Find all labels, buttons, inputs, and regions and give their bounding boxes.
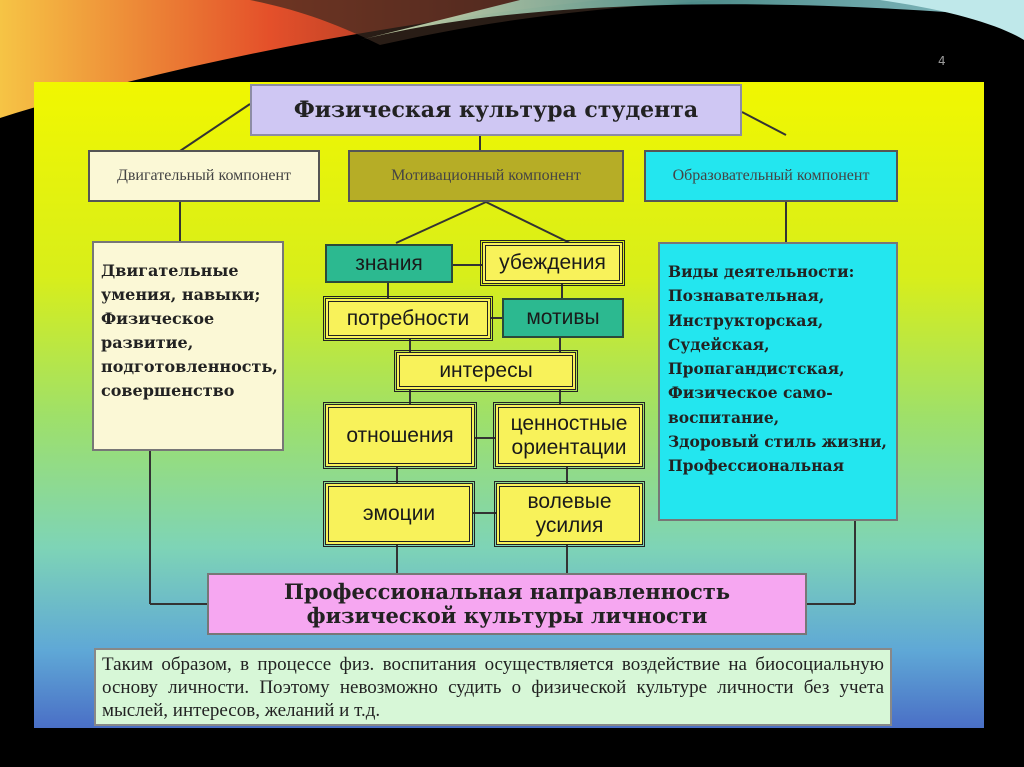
knowledge-box: знания (325, 244, 453, 283)
diagram-title: Физическая культура студента (250, 84, 742, 136)
volitional-efforts-box: волевые усилия (494, 481, 645, 547)
list-item: Профессиональная (668, 456, 845, 476)
list-item: Инструкторская, (668, 310, 824, 330)
volitional-efforts-line2: усилия (535, 514, 604, 537)
list-item: Пропагандистская, (668, 359, 845, 379)
list-item: Здоровый стиль жизни, (668, 432, 887, 452)
list-item: Двигательные (101, 261, 239, 280)
list-item: Судейская, (668, 334, 770, 354)
list-item: подготовленность, (101, 357, 278, 376)
motor-component-box: Двигательный компонент (88, 150, 320, 202)
conclusion-text: Таким образом, в процессе физ. воспитани… (94, 648, 892, 726)
list-item: Физическое само- (668, 383, 833, 403)
result-line2: физической культуры личности (306, 603, 708, 628)
slide-number: 4 (938, 54, 946, 68)
emotions-box: эмоции (323, 481, 475, 547)
interests-box: интересы (394, 350, 578, 392)
value-orientations-line2: ориентации (511, 435, 627, 459)
relations-box: отношения (323, 402, 477, 469)
list-heading: Виды деятельности: (668, 262, 855, 281)
value-orientations-box: ценностные ориентации (493, 402, 645, 469)
list-item: воспитание, (668, 407, 780, 427)
list-item: умения, навыки; (101, 285, 261, 304)
list-item: Познавательная, (668, 286, 825, 306)
professional-orientation-box: Профессиональная направленность физическ… (207, 573, 807, 635)
list-item: совершенство (101, 381, 235, 400)
motives-box: мотивы (502, 298, 624, 338)
list-item: Физическое (101, 309, 215, 328)
volitional-efforts-line1: волевые (527, 490, 612, 514)
motivational-component-box: Мотивационный компонент (348, 150, 624, 202)
needs-box: потребности (323, 296, 493, 341)
motor-skills-list: Двигательные умения, навыки; Физическое … (92, 241, 284, 451)
activities-list: Виды деятельности: Познавательная, Инстр… (658, 242, 898, 521)
list-item: развитие, (101, 333, 194, 352)
educational-component-box: Образовательный компонент (644, 150, 898, 202)
result-line1: Профессиональная направленность (283, 578, 730, 604)
beliefs-box: убеждения (480, 240, 625, 286)
header-decoration (0, 0, 1024, 118)
value-orientations-line1: ценностные (510, 411, 628, 435)
